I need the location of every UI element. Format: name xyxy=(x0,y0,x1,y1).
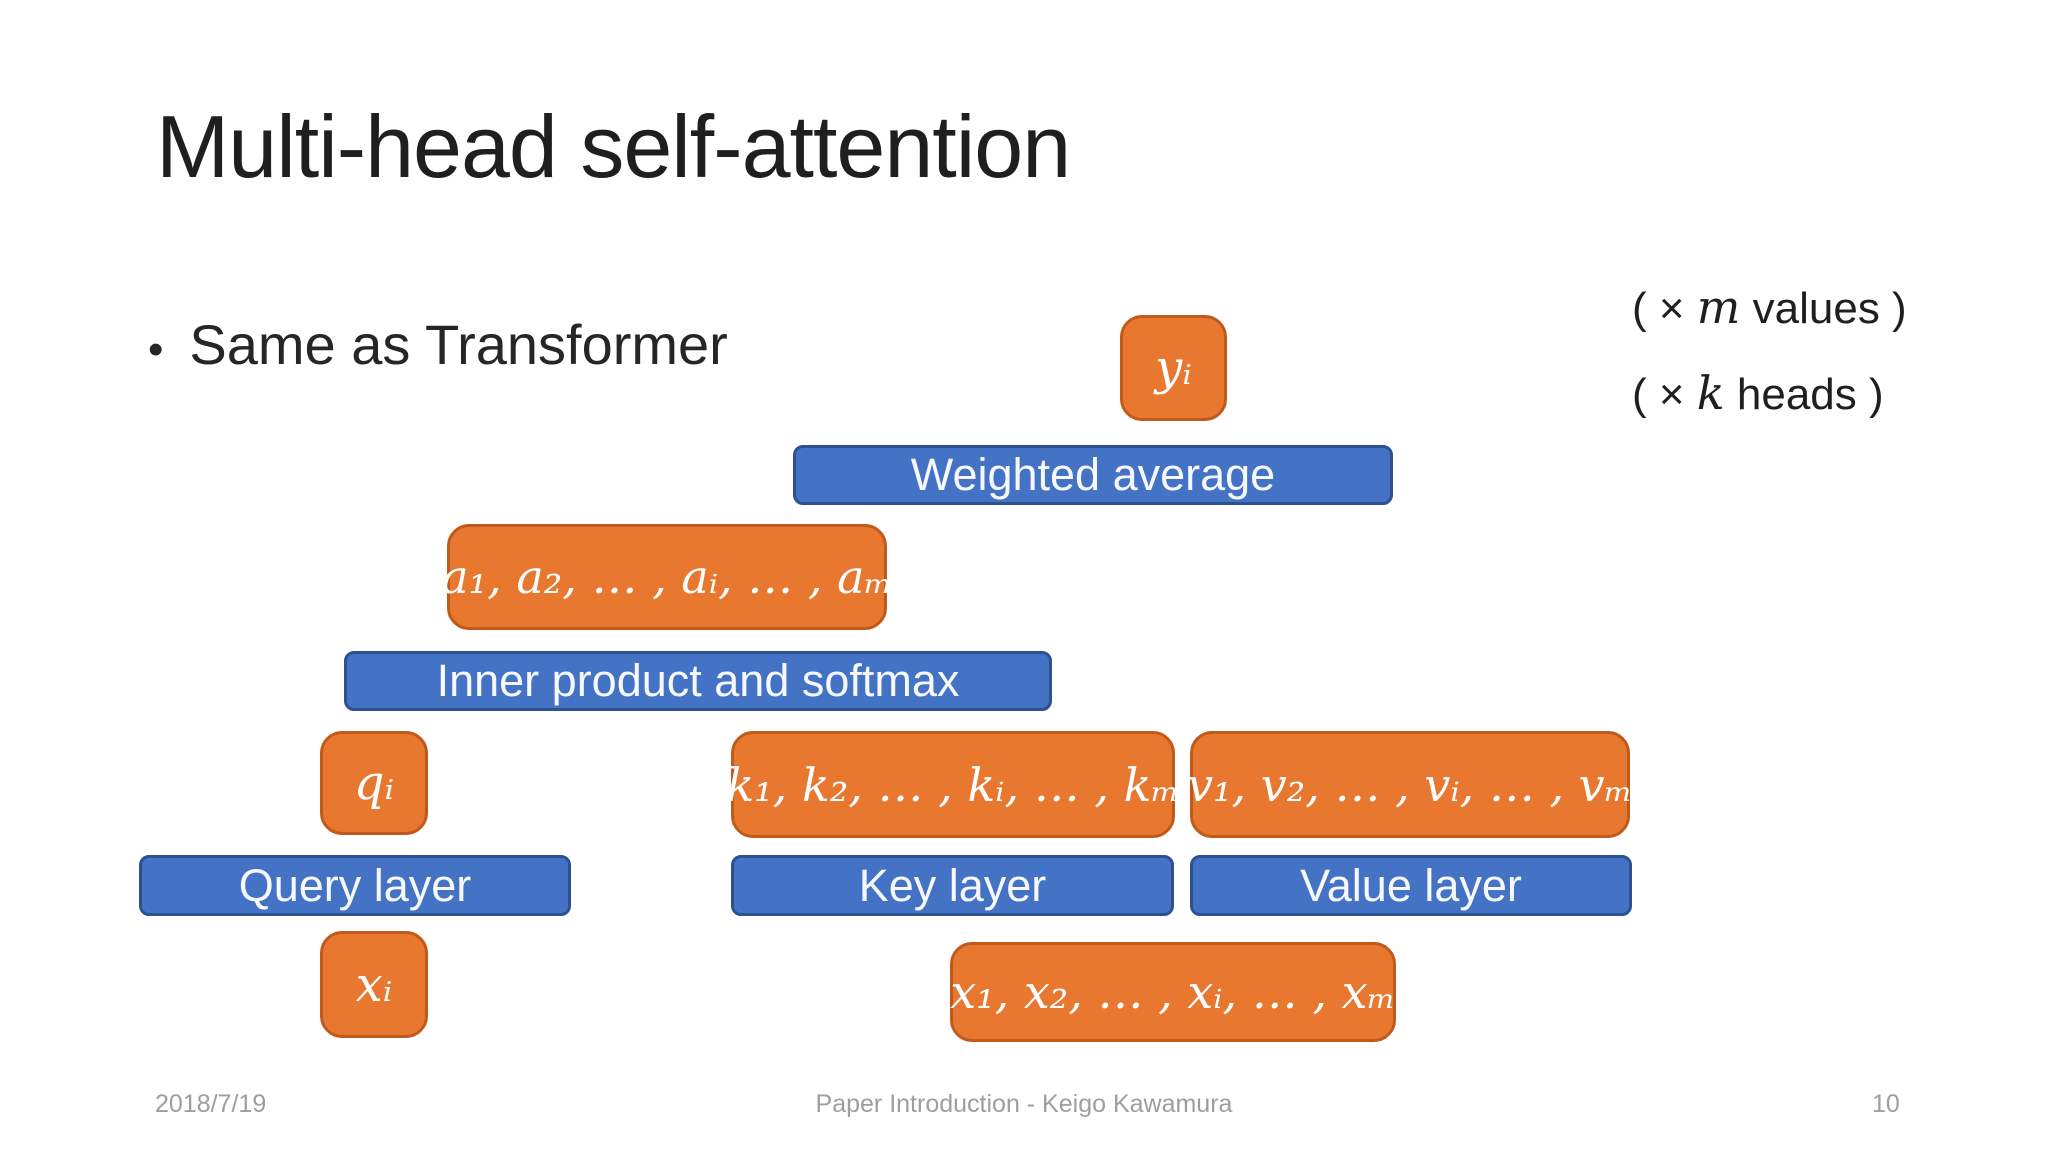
diagram-node-input-xi: xᵢ xyxy=(320,931,428,1038)
annotation-heads: ( × k heads ) xyxy=(1632,366,1907,452)
diagram-node-weighted-average: Weighted average xyxy=(793,445,1393,505)
diagram-node-query-qi: qᵢ xyxy=(320,731,428,835)
diagram-node-inner-product-softmax: Inner product and softmax xyxy=(344,651,1052,711)
diagram-node-values-sequence: v₁, v₂, … , vᵢ, … , vₘ xyxy=(1187,731,1633,838)
bullet-item: • Same as Transformer xyxy=(148,312,728,377)
annotation-values-prefix: ( × xyxy=(1632,284,1697,333)
footer-date: 2018/7/19 xyxy=(155,1090,267,1118)
footer-page-number: 10 xyxy=(1872,1090,1900,1118)
diagram-node-inputs-sequence: x₁, x₂, … , xᵢ, … , xₘ xyxy=(950,942,1396,1042)
annotation-values-variable: m xyxy=(1696,280,1741,334)
diagram-node-output-yi: yᵢ xyxy=(1120,315,1227,421)
bullet-marker: • xyxy=(148,325,164,374)
bullet-text: Same as Transformer xyxy=(189,313,728,376)
annotation-heads-prefix: ( × xyxy=(1632,370,1697,419)
annotation-values: ( × m values ) xyxy=(1632,280,1907,366)
diagram-node-attention-weights: a₁, a₂, … , aᵢ, … , aₘ xyxy=(441,524,893,630)
diagram-node-keys-sequence: k₁, k₂, … , kᵢ, … , kₘ xyxy=(726,731,1180,838)
footer-presentation-title: Paper Introduction - Keigo Kawamura xyxy=(815,1090,1233,1118)
slide-footer: 2018/7/19 Paper Introduction - Keigo Kaw… xyxy=(0,1090,2048,1126)
annotation-heads-suffix: heads ) xyxy=(1724,370,1884,419)
annotation-heads-variable: k xyxy=(1696,366,1725,420)
annotation-values-suffix: values ) xyxy=(1740,284,1907,333)
slide-title: Multi-head self-attention xyxy=(156,97,1071,196)
diagram-node-value-layer: Value layer xyxy=(1190,855,1632,916)
diagram-node-key-layer: Key layer xyxy=(731,855,1174,916)
diagram-node-query-layer: Query layer xyxy=(139,855,571,916)
multiplicity-annotations: ( × m values ) ( × k heads ) xyxy=(1632,280,1907,452)
